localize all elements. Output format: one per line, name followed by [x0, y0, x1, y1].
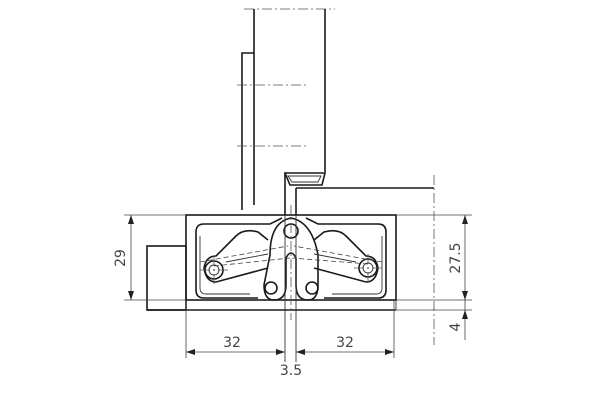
center-lines — [200, 205, 384, 362]
right-arm — [291, 229, 383, 283]
dimension-label-32-right: 32 — [336, 335, 354, 351]
frame — [296, 175, 435, 345]
dimension-height-left: 29 — [113, 214, 186, 301]
dimension-widths: 32 32 3.5 — [185, 300, 395, 379]
seal-profile — [283, 172, 327, 215]
left-arm — [199, 229, 291, 283]
door-leaf — [237, 8, 335, 210]
dimension-height-right: 27.5 4 — [396, 214, 472, 340]
dimension-label-29: 29 — [113, 249, 129, 267]
hinge-body — [146, 214, 397, 311]
dimension-label-32-left: 32 — [223, 335, 241, 351]
dimension-label-3-5: 3.5 — [280, 363, 302, 379]
dimension-label-27-5: 27.5 — [448, 242, 464, 273]
dimension-label-4: 4 — [448, 322, 464, 331]
